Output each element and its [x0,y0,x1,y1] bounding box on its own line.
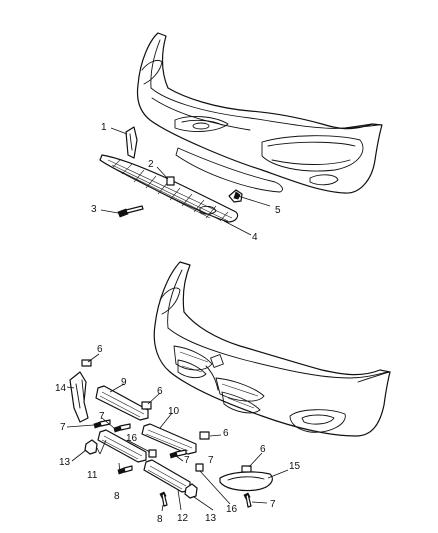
callout-2: 2 [148,159,154,170]
callout-12: 12 [177,513,189,524]
part-6-clip-d [241,465,252,473]
lower-bumper-fascia [153,261,391,437]
callout-14: 14 [55,383,67,394]
callout-8a: 8 [114,491,120,502]
callout-1: 1 [101,122,107,133]
callout-6d: 6 [260,444,266,455]
callout-15: 15 [289,461,301,472]
callout-13b: 13 [205,513,217,524]
part-6-clip-c [199,431,210,440]
part-6-clip-b [141,401,152,410]
upper-leader-lines [100,127,271,236]
part-3-screw [117,205,144,218]
callout-5: 5 [275,205,281,216]
callout-7c: 7 [208,455,214,466]
callout-16b: 16 [226,504,238,515]
part-16-clip-b [195,463,204,472]
part-10-grille-insert [141,423,197,455]
callout-9: 9 [121,377,127,388]
part-13-pins [84,439,198,499]
callout-6a: 6 [97,344,103,355]
callout-7a: 7 [60,422,66,433]
part-6-clip-a [81,359,92,367]
callout-7d: 7 [184,455,190,466]
part-11-grille-insert [97,429,147,463]
part-14-bracket [69,371,89,423]
lower-leader-lines [66,353,289,512]
callout-13a: 13 [59,457,71,468]
part-16-clip-a [148,449,157,458]
upper-bumper-fascia [136,32,383,194]
callout-6b: 6 [157,386,163,397]
part-7-screws [93,419,252,508]
callout-3: 3 [91,204,97,215]
lower-bumper-assembly: 6 14 9 6 7 7 10 6 16 7 13 11 7 8 6 15 7 … [55,261,391,525]
callout-6c: 6 [223,428,229,439]
upper-bumper-assembly: 1 2 3 5 4 [91,32,383,243]
part-15-fog-bezel [219,471,273,492]
part-2-clip [166,176,175,186]
part-1-bracket [125,126,138,159]
callout-11: 11 [87,470,98,481]
callout-4: 4 [252,232,258,243]
callout-7e: 7 [270,499,276,510]
callout-16a: 16 [126,433,138,444]
part-5-pin [228,189,243,203]
callout-10: 10 [168,406,180,417]
callout-8b: 8 [157,514,163,525]
part-9-grille-insert [95,385,149,421]
callout-7b: 7 [99,411,105,422]
